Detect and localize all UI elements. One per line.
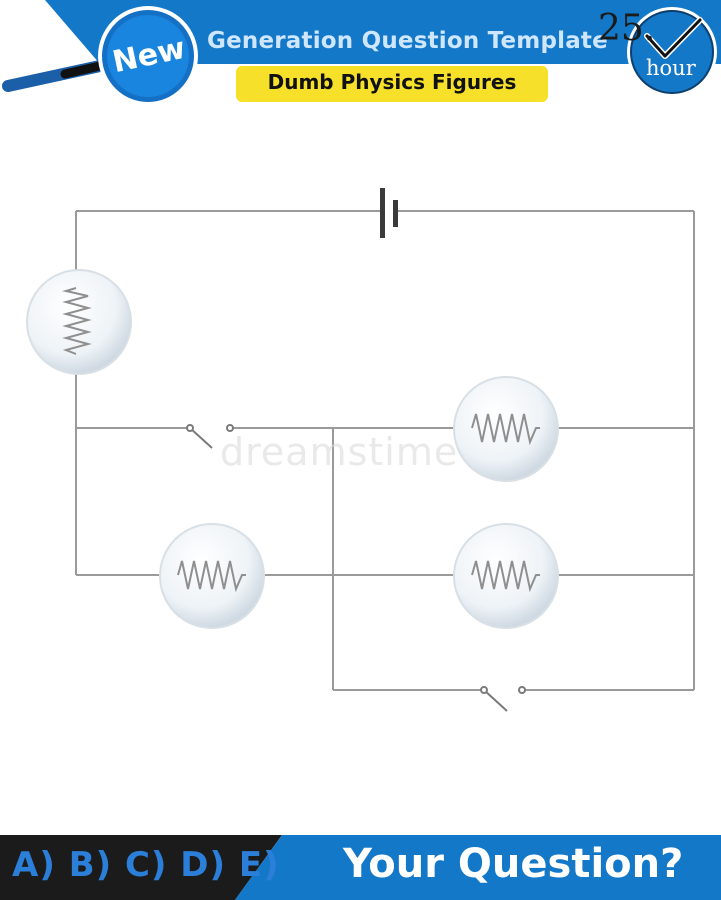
circuit-diagram: [26, 188, 695, 712]
magnifier-icon: [2, 6, 198, 106]
clock-icon: [627, 7, 717, 97]
bulb-icon: [453, 376, 559, 482]
clock-number: 25.: [598, 8, 656, 49]
bulb-icon: [453, 523, 559, 629]
watermark: dreamstime: [220, 430, 459, 474]
header: New Generation Question Template Dumb Ph…: [0, 0, 721, 110]
answer-options: A) B) C) D) E): [12, 845, 280, 885]
bulb-icon: [26, 269, 132, 375]
question-prompt: Your Question?: [343, 841, 684, 887]
footer: A) B) C) D) E) Your Question?: [0, 835, 721, 900]
clock-unit: hour: [646, 56, 696, 80]
header-graphics: [0, 0, 717, 106]
bulb-icon: [159, 523, 265, 629]
footer-band: [0, 835, 721, 900]
switch-icon: [186, 424, 234, 449]
page-subtitle: Dumb Physics Figures: [267, 70, 517, 94]
subtitle-badge: [236, 66, 548, 102]
switch-icon: [480, 686, 526, 712]
page-title: Generation Question Template: [207, 28, 608, 54]
battery-icon: [380, 188, 398, 238]
